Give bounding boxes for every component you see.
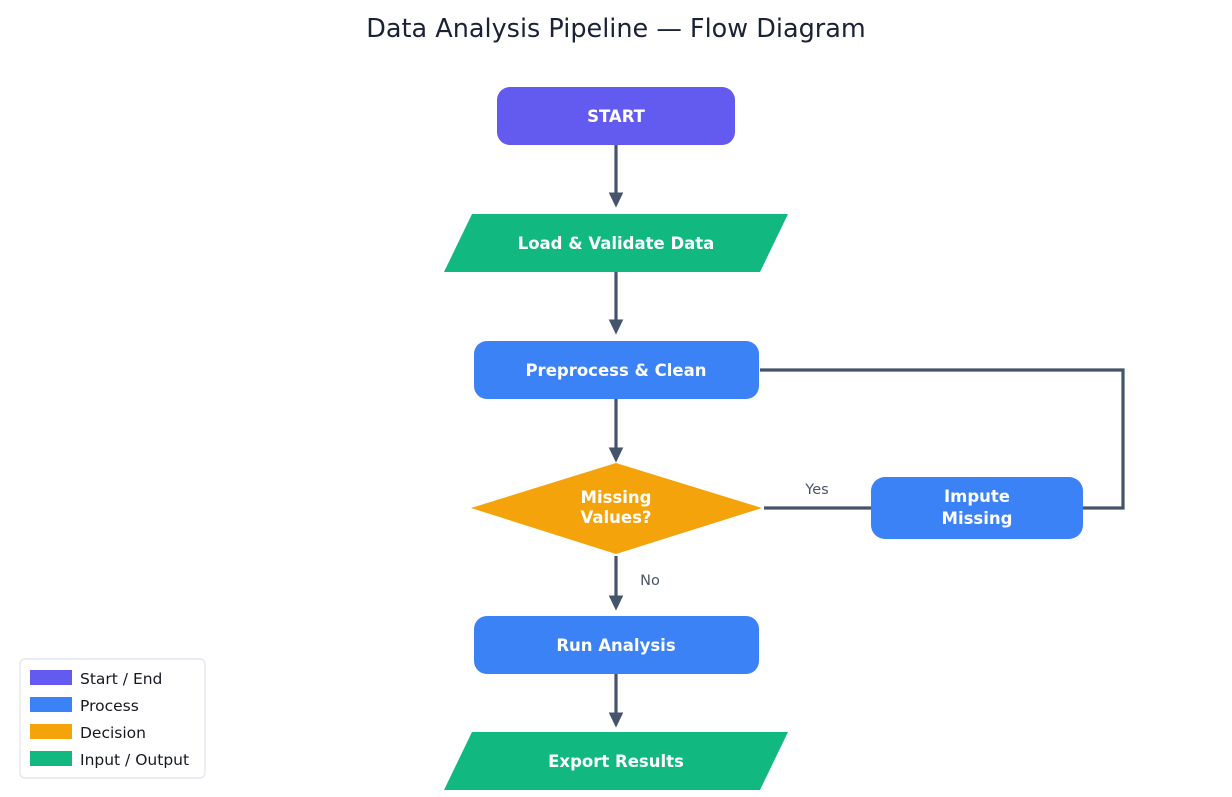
node-export-results-label: Export Results — [548, 752, 684, 771]
node-run-analysis-shape — [474, 616, 759, 674]
node-missing-values-label-line1: Missing — [581, 488, 652, 507]
legend-item-input-output[interactable]: Input / Output — [30, 751, 189, 769]
legend-label-start-end: Start / End — [80, 670, 162, 688]
page-title: Data Analysis Pipeline — Flow Diagram — [366, 14, 865, 44]
node-missing-values-decision[interactable]: Missing Values? — [471, 463, 762, 554]
node-preprocess-clean[interactable]: Preprocess & Clean — [474, 341, 759, 399]
legend-item-decision[interactable]: Decision — [30, 724, 146, 742]
connectors-group — [608, 145, 1125, 728]
legend-label-process: Process — [80, 697, 139, 715]
legend-swatch-input-output — [30, 751, 72, 766]
legend-box — [19, 658, 206, 779]
node-start-label: START — [587, 107, 646, 126]
legend-label-decision: Decision — [80, 724, 146, 742]
node-missing-values-label-line2: Values? — [581, 508, 652, 527]
node-run-analysis[interactable]: Run Analysis — [474, 616, 759, 674]
node-export-results-shape — [444, 732, 788, 790]
node-missing-values-decision-shape — [471, 463, 762, 554]
legend-label-input-output: Input / Output — [80, 751, 189, 769]
node-start[interactable]: START — [497, 87, 735, 145]
legend-swatch-decision — [30, 724, 72, 739]
legend-swatch-start-end — [30, 670, 72, 685]
node-impute-missing-label-line1: Impute — [944, 487, 1010, 506]
node-export-results[interactable]: Export Results — [444, 732, 788, 790]
legend-swatch-process — [30, 697, 72, 712]
node-preprocess-clean-shape — [474, 341, 759, 399]
node-load-validate-data-label: Load & Validate Data — [518, 234, 715, 253]
legend: Start / End Process Decision Input / Out… — [19, 658, 206, 779]
edge-label-yes: Yes — [804, 482, 828, 498]
node-impute-missing-shape — [871, 477, 1083, 539]
node-impute-missing[interactable]: Impute Missing — [871, 477, 1083, 539]
node-run-analysis-label: Run Analysis — [556, 636, 675, 655]
node-start-shape — [497, 87, 735, 145]
edge-impute-loop-to-preprocess — [760, 368, 1125, 510]
node-impute-missing-label-line2: Missing — [942, 509, 1013, 528]
legend-item-start-end[interactable]: Start / End — [30, 670, 162, 688]
legend-item-process[interactable]: Process — [30, 697, 139, 715]
node-load-validate-data-shape — [444, 214, 788, 272]
edge-label-no: No — [640, 573, 660, 589]
node-load-validate-data[interactable]: Load & Validate Data — [444, 214, 788, 272]
node-preprocess-clean-label: Preprocess & Clean — [525, 361, 706, 380]
